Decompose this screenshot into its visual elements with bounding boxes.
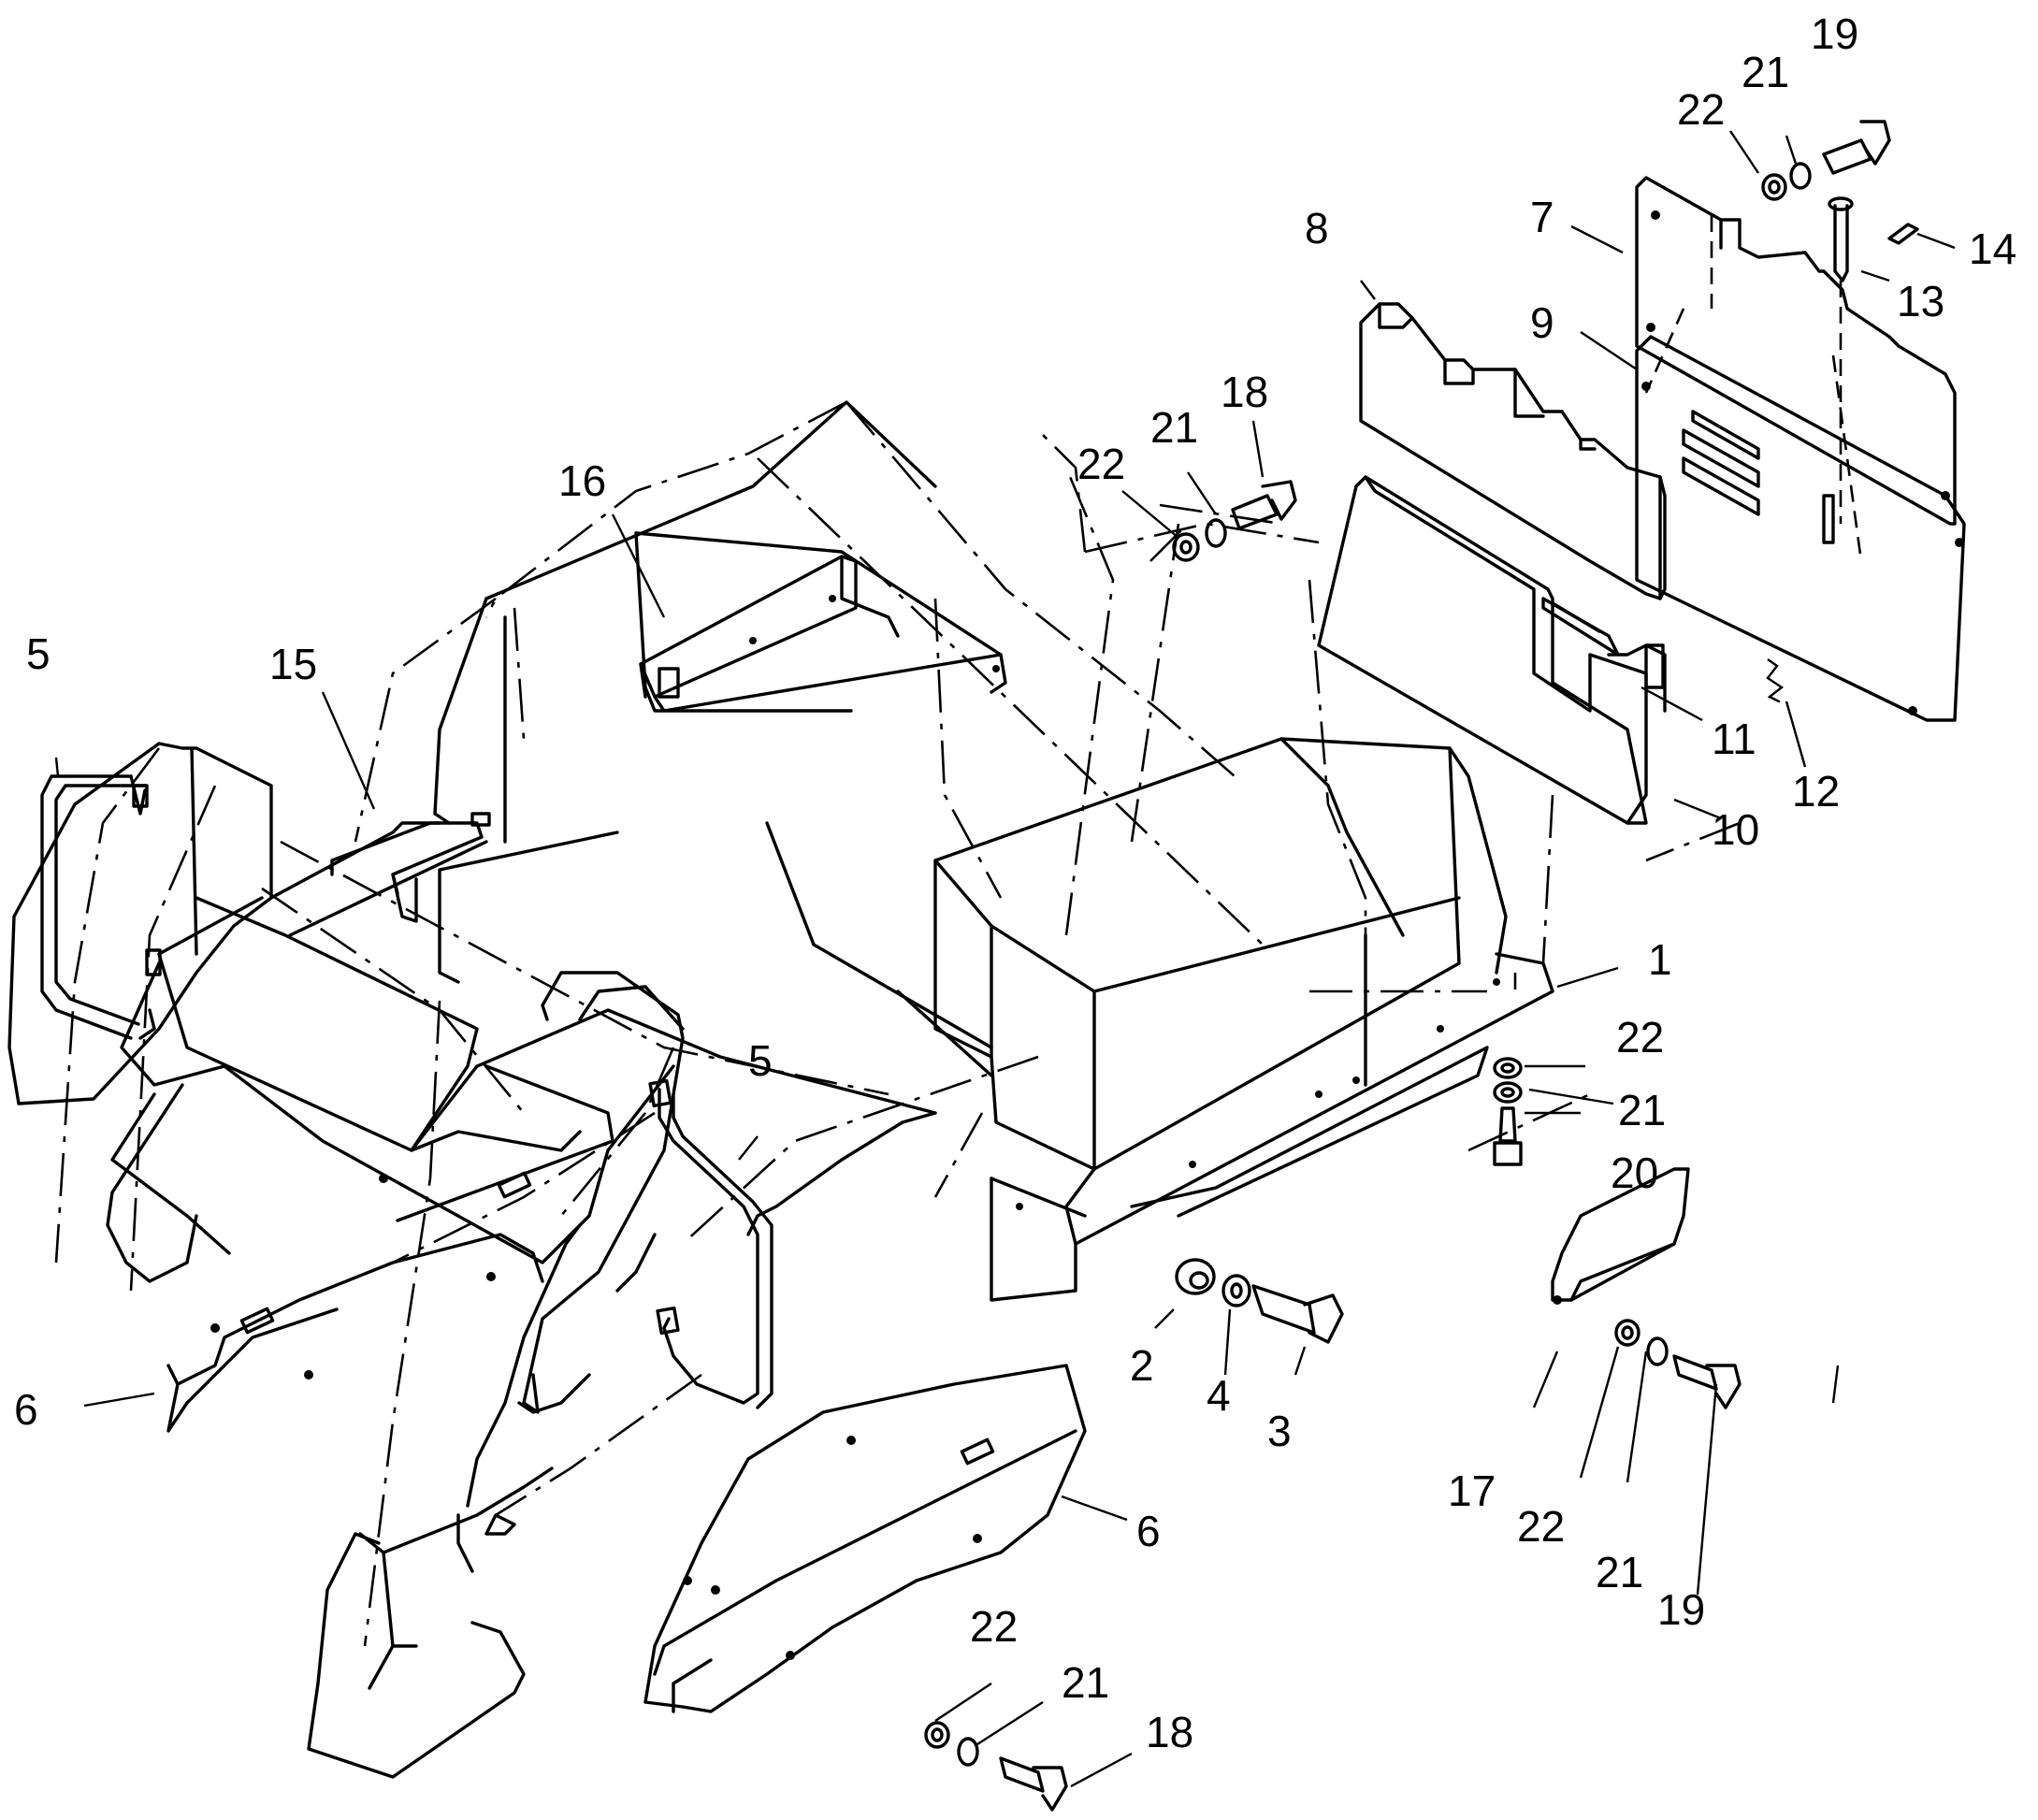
fasteners-19-21-22-lower [1614,1319,1742,1409]
callout-13: 13 [1897,277,1944,325]
callout-19-lower: 19 [1657,1585,1705,1634]
callout-3: 3 [1267,1407,1292,1455]
callout-22-lower: 22 [1517,1502,1565,1551]
part-17-bracket [1551,1167,1690,1305]
part-13-pin [1828,196,1854,524]
assembly-centerlines [54,215,1863,1647]
callout-7: 7 [1530,193,1554,241]
part-16-bracket [639,555,1007,713]
lower-left-support [307,1223,657,1779]
callout-21-bottom: 21 [1062,1658,1109,1707]
callout-11: 11 [1712,715,1756,763]
callout-labels: 1 2 3 4 5 5 6 6 7 8 9 10 11 12 13 14 15 … [14,9,2016,1756]
part-10-panel [1317,475,1667,825]
part-8-panel [1359,302,1667,600]
leader-lines [54,130,1956,1788]
part-12-spring [1766,658,1785,703]
part-14-clip [1887,223,1919,245]
callout-4: 4 [1207,1371,1231,1420]
callout-6-left: 6 [14,1385,38,1434]
callout-17: 17 [1448,1466,1496,1515]
callout-21-lower: 21 [1596,1548,1643,1596]
callout-10: 10 [1712,805,1759,854]
callout-8: 8 [1305,204,1329,253]
callout-21-right: 21 [1618,1086,1666,1134]
callout-6-lower: 6 [1136,1507,1161,1555]
upper-left-cover-assembly [157,400,1003,1152]
callout-18-lower: 18 [1146,1708,1193,1756]
callout-22-top: 22 [1677,85,1725,134]
callout-16: 16 [558,456,606,505]
part-9-panel [1635,335,1966,722]
fasteners-18-21-22-bottom [924,1721,1068,1812]
part-6-cover-lower [484,1364,1087,1713]
fasteners-18-21-22-upper [1172,480,1297,562]
callout-18-upper: 18 [1221,368,1268,416]
callout-5-center: 5 [748,1036,773,1085]
fasteners-20-21-22-right [1493,1057,1523,1166]
part-15-bracket [330,812,491,923]
callout-19-upper: 19 [1811,9,1858,58]
main-cover-body [933,737,1554,1302]
callout-5-left: 5 [26,629,51,678]
callout-15: 15 [269,640,317,688]
callout-20: 20 [1611,1148,1658,1197]
fasteners-19-21-22-top [1761,120,1891,201]
callout-22-right: 22 [1616,1013,1664,1062]
callout-14: 14 [1969,224,2016,273]
part-5-handle-center [648,1078,773,1409]
callout-1: 1 [1648,935,1672,984]
callout-22-bottom: 22 [970,1602,1018,1651]
left-fender [7,742,273,1283]
callout-21-top: 21 [1742,48,1789,96]
callout-12: 12 [1792,767,1840,816]
part-7-panel [1635,176,1957,526]
callout-21-upper: 21 [1150,403,1198,452]
callout-22-upper: 22 [1077,440,1125,488]
callout-2: 2 [1130,1341,1154,1390]
part-6-cover-upper [120,896,614,1433]
callout-9: 9 [1530,298,1554,347]
fasteners-2-3-4 [1175,1258,1344,1344]
